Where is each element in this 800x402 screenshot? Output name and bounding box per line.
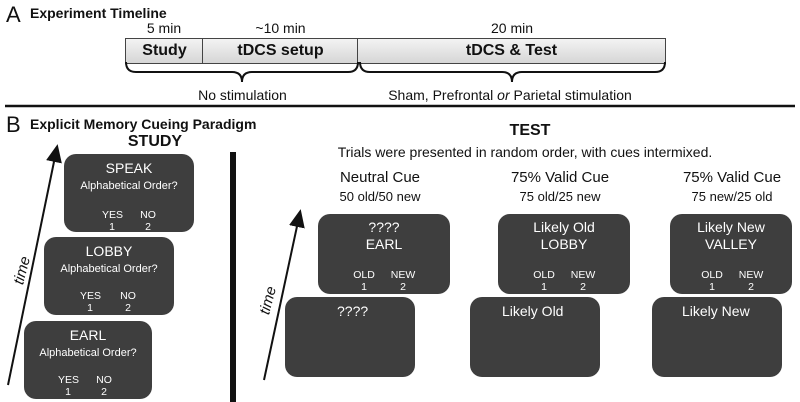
condition-ratio-valid-old: 75 old/25 new <box>519 189 601 204</box>
cue-text: ???? <box>368 219 400 235</box>
study-question: Alphabetical Order? <box>80 180 178 192</box>
panel-b-title: Explicit Memory Cueing Paradigm <box>30 116 257 132</box>
cue-text: Likely New <box>682 303 750 319</box>
timeline-study-bar: Study <box>125 38 204 64</box>
timeline-study-label: Study <box>142 42 187 59</box>
condition-ratio-valid-new: 75 new/25 old <box>691 189 773 204</box>
condition-ratio-neutral: 50 old/50 new <box>339 189 421 204</box>
cue-text: Likely Old <box>533 219 595 235</box>
study-word: EARL <box>69 327 107 343</box>
timeline-setup-label: tDCS setup <box>237 42 324 59</box>
study-word: LOBBY <box>85 243 133 259</box>
study-question: Alphabetical Order? <box>39 347 137 359</box>
duration-study: 5 min <box>146 20 182 36</box>
study-heading: STUDY <box>127 133 183 150</box>
timeline-setup-bar: tDCS setup <box>202 38 359 64</box>
timeline-test-label: tDCS & Test <box>465 42 558 59</box>
test-word: EARL <box>365 236 403 252</box>
test-cue-card-valid-new: Likely New <box>652 297 782 377</box>
cue-text: Likely Old <box>502 303 564 319</box>
condition-title-valid-old: 75% Valid Cue <box>510 169 610 186</box>
test-subtitle: Trials were presented in random order, w… <box>337 144 713 160</box>
cue-text: Likely New <box>697 219 765 235</box>
no-stimulation-label: No stimulation <box>198 87 287 103</box>
timeline-test-bar: tDCS & Test <box>357 38 666 64</box>
panel-a-letter: A <box>6 2 21 27</box>
test-cue-card-valid-old: Likely Old <box>470 297 600 377</box>
stimulation-label: Sham, Prefrontal or Parietal stimulation <box>388 87 632 103</box>
duration-setup: ~10 min <box>255 20 306 36</box>
test-cue-card-neutral: ???? <box>285 297 415 377</box>
test-heading: TEST <box>509 122 551 139</box>
panel-a-title: Experiment Timeline <box>30 5 167 21</box>
duration-test: 20 min <box>490 20 534 36</box>
cue-text: ???? <box>337 303 369 319</box>
study-word: SPEAK <box>105 160 153 176</box>
test-word: VALLEY <box>705 236 757 252</box>
test-word: LOBBY <box>540 236 588 252</box>
condition-title-neutral: Neutral Cue <box>339 169 421 186</box>
condition-title-valid-new: 75% Valid Cue <box>682 169 782 186</box>
study-question: Alphabetical Order? <box>60 263 158 275</box>
panel-b-letter: B <box>6 112 21 137</box>
timeline-braces <box>5 61 795 108</box>
